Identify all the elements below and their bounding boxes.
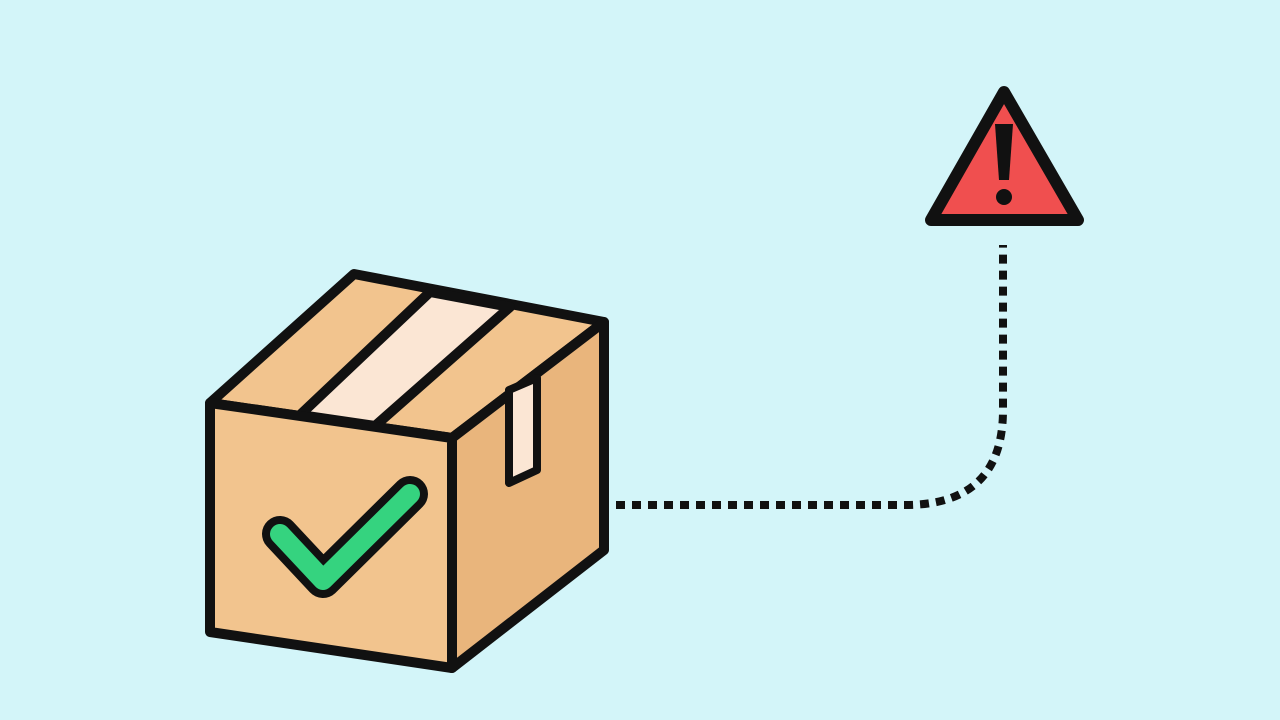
- box-front-face: [205, 398, 457, 673]
- warning-triangle-icon: [925, 86, 1084, 226]
- exclamation-dot: [996, 189, 1012, 205]
- checkmark-icon: [262, 476, 428, 598]
- box-side-tape: [505, 374, 541, 487]
- dotted-connector-line: [520, 245, 1007, 509]
- cardboard-box-icon: [205, 269, 609, 673]
- exclamation-bar: [995, 124, 1013, 180]
